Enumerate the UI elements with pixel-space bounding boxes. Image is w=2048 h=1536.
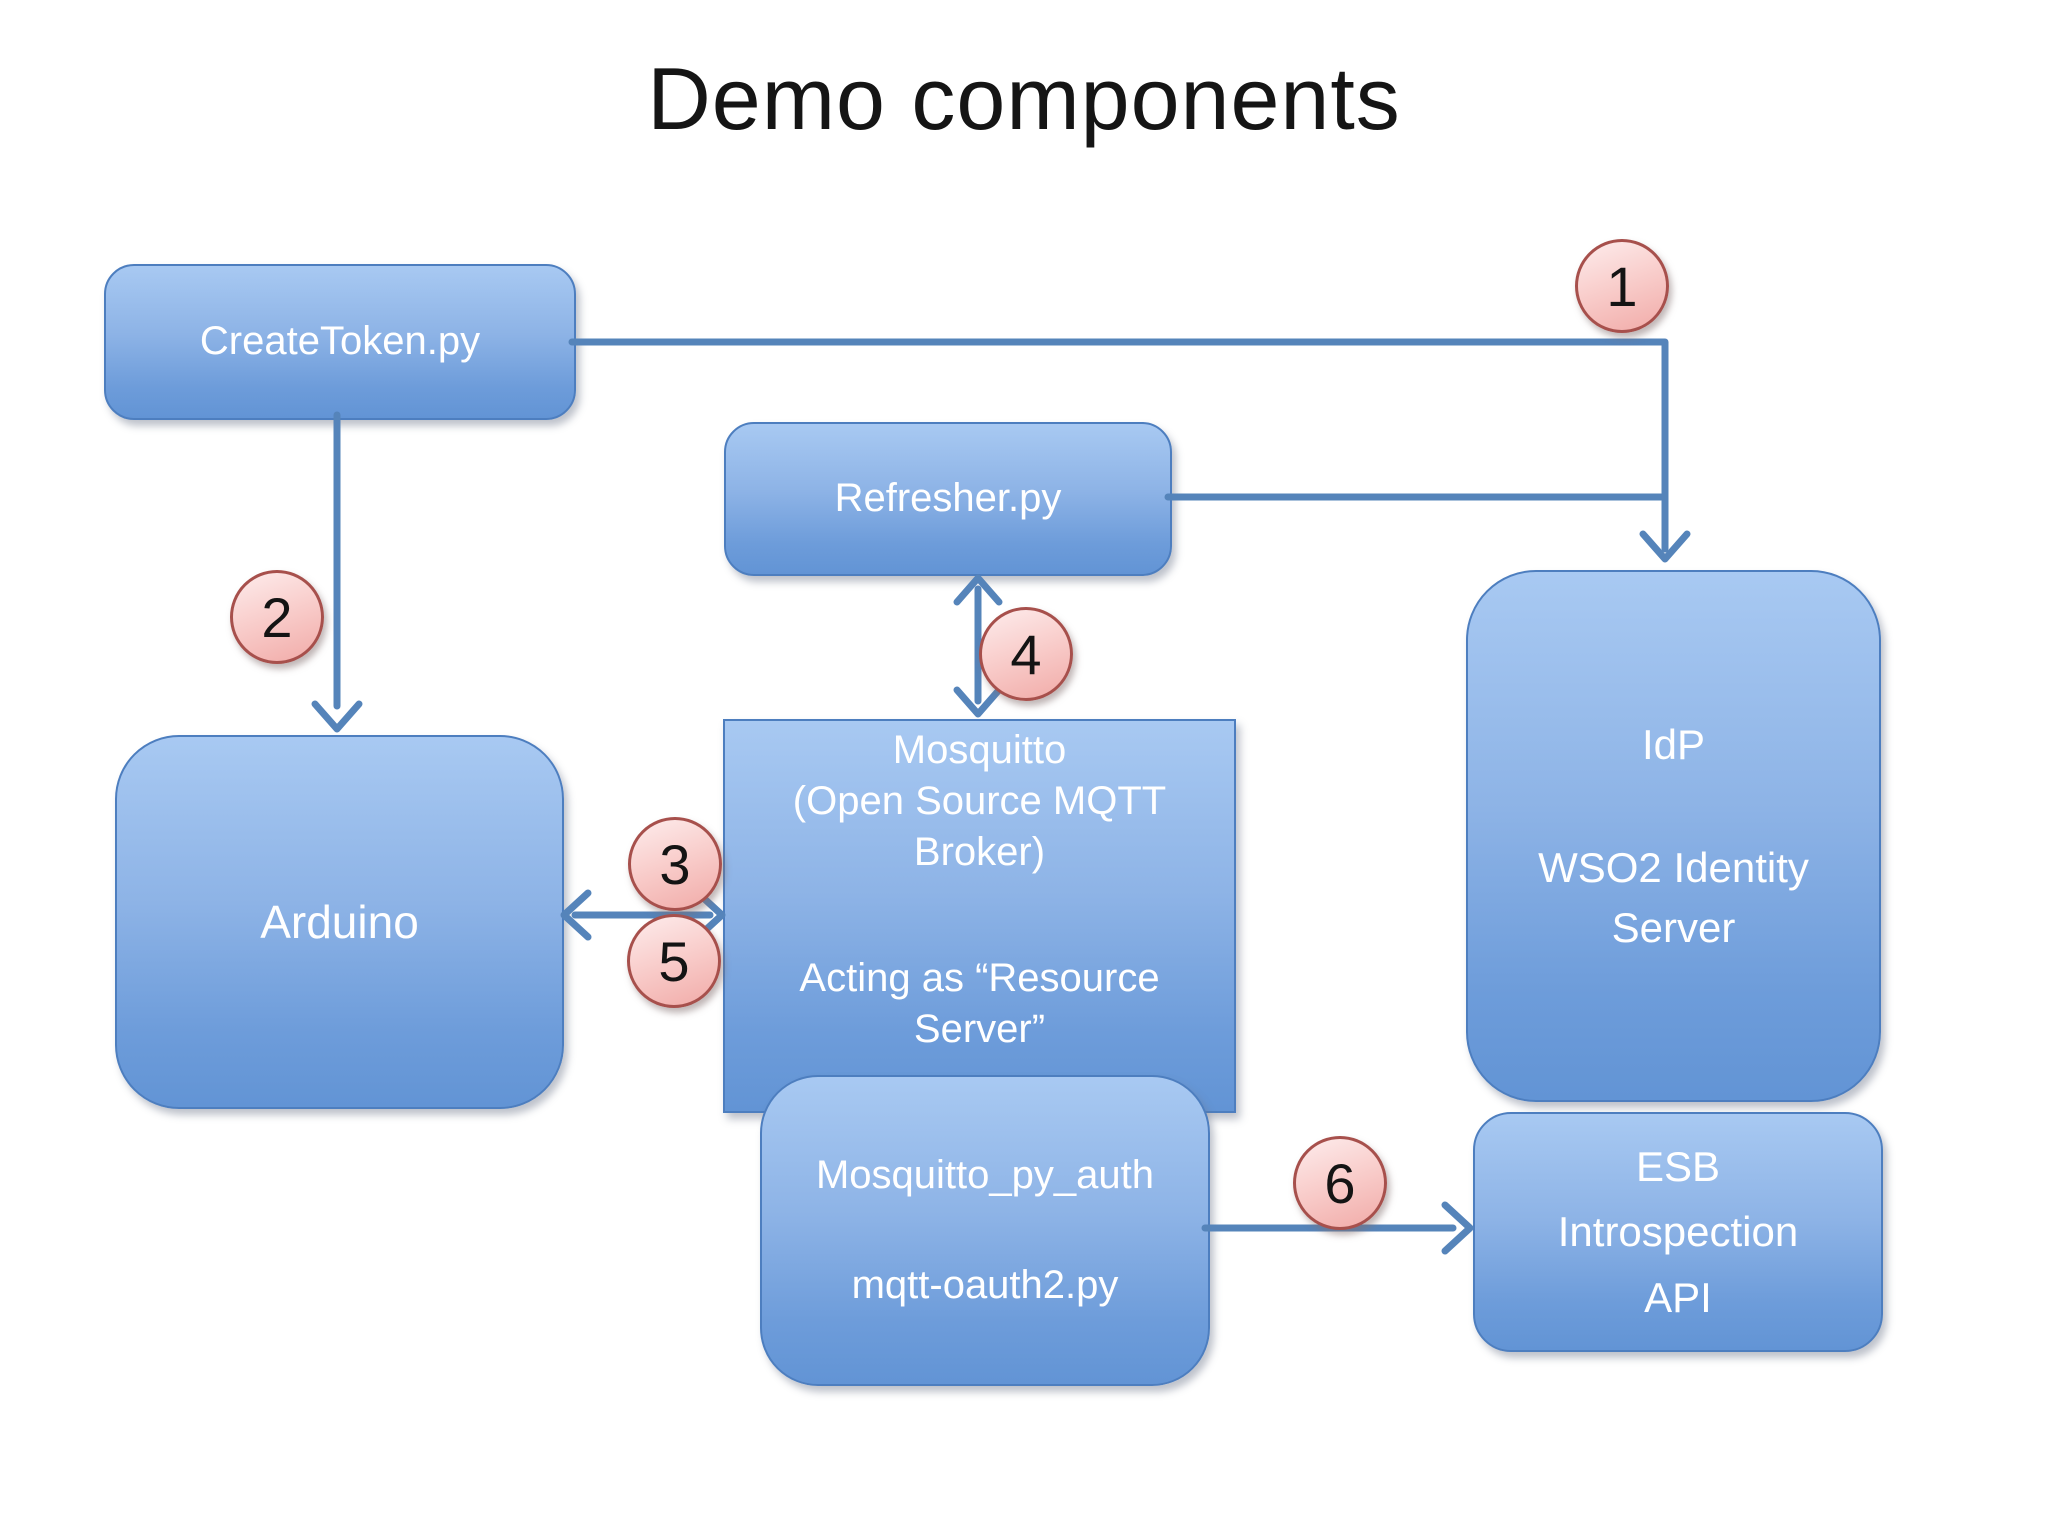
step-badge-5-label: 5 bbox=[658, 929, 690, 993]
slide-title: Demo components bbox=[647, 49, 1401, 148]
node-mosquitto-line3: Acting as “Resource Server” bbox=[799, 955, 1160, 1051]
step-badge-2-label: 2 bbox=[261, 585, 293, 649]
node-arduino-label: Arduino bbox=[260, 895, 419, 948]
node-mosquitto: Mosquitto (Open Source MQTT Broker) Acti… bbox=[723, 719, 1236, 1113]
step-badge-2: 2 bbox=[230, 570, 324, 664]
step-badge-3: 3 bbox=[628, 817, 722, 911]
node-refresher: Refresher.py bbox=[724, 422, 1172, 576]
node-createtoken-label: CreateToken.py bbox=[199, 319, 481, 364]
node-arduino: Arduino bbox=[115, 735, 564, 1109]
step-badge-6-label: 6 bbox=[1324, 1151, 1356, 1215]
node-mosquitto-line1: Mosquitto bbox=[892, 728, 1067, 772]
arrowhead-down-arduino bbox=[311, 700, 363, 733]
node-createtoken: CreateToken.py bbox=[104, 264, 576, 420]
step-badge-1-label: 1 bbox=[1606, 254, 1638, 318]
arrowhead-down-mosquitto bbox=[953, 686, 1003, 718]
step-badge-6: 6 bbox=[1293, 1136, 1387, 1230]
arrowhead-left-arduino bbox=[560, 889, 592, 941]
node-esb-line1: ESB bbox=[1635, 1143, 1721, 1191]
node-mpa-line1: Mosquitto_py_auth bbox=[815, 1153, 1154, 1198]
node-mosquitto-py-auth: Mosquitto_py_auth mqtt-oauth2.py bbox=[760, 1075, 1210, 1386]
node-mpa-line2: mqtt-oauth2.py bbox=[851, 1262, 1119, 1307]
step-badge-4: 4 bbox=[979, 607, 1073, 701]
arrowhead-up-refresher bbox=[953, 574, 1003, 606]
node-esb-line3: API bbox=[1644, 1273, 1712, 1321]
node-idp-line2: WSO2 Identity Server bbox=[1538, 844, 1809, 951]
step-badge-1: 1 bbox=[1575, 239, 1669, 333]
node-esb: ESB Introspection API bbox=[1473, 1112, 1883, 1352]
arrowhead-right-esb bbox=[1441, 1201, 1474, 1255]
node-refresher-label: Refresher.py bbox=[834, 476, 1062, 521]
node-mosquitto-line2: (Open Source MQTT Broker) bbox=[792, 779, 1167, 875]
step-badge-5: 5 bbox=[627, 914, 721, 1008]
step-badge-3-label: 3 bbox=[659, 832, 691, 896]
node-esb-line2: Introspection bbox=[1557, 1208, 1799, 1256]
node-idp-line1: IdP bbox=[1641, 720, 1706, 768]
node-idp: IdP WSO2 Identity Server bbox=[1466, 570, 1881, 1102]
arrowhead-down-idp bbox=[1639, 530, 1691, 563]
step-badge-4-label: 4 bbox=[1010, 622, 1042, 686]
